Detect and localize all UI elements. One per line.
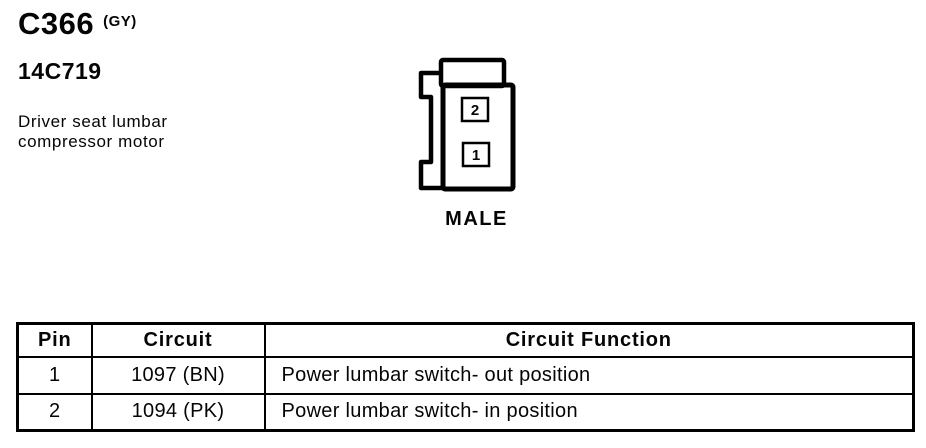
connector-figure: 2 1 MALE xyxy=(408,50,538,240)
circuit-cell: 1094 (PK) xyxy=(90,392,266,432)
connector-heading: C366 (GY) xyxy=(18,6,137,41)
part-number: 14C719 xyxy=(18,58,102,84)
cavity-2-number: 2 xyxy=(471,102,479,119)
circuit-function-cell: Power lumbar switch- in position xyxy=(263,392,915,432)
connector-gender-label: MALE xyxy=(445,208,508,230)
circuit-column-header: Circuit xyxy=(90,322,266,358)
connector-description-line1: Driver seat lumbar xyxy=(18,112,168,131)
connector-diagram: 2 1 xyxy=(418,57,516,192)
connector-bracket-shape xyxy=(418,70,446,191)
table-row: 2 1094 (PK) Power lumbar switch- in posi… xyxy=(16,392,915,432)
connector-color-code: (GY) xyxy=(103,13,137,30)
table-row: 1 1097 (BN) Power lumbar switch- out pos… xyxy=(16,355,915,395)
connector-body-shape xyxy=(440,82,516,192)
cavity-1-outline xyxy=(461,141,491,168)
circuit-cell: 1097 (BN) xyxy=(90,355,266,395)
connector-description: Driver seat lumbar compressor motor xyxy=(18,112,168,152)
cavity-1-number: 1 xyxy=(472,147,480,164)
pin-column-header: Pin xyxy=(16,322,93,358)
pinout-header-row: Pin Circuit Circuit Function xyxy=(16,322,915,358)
cavity-2-outline xyxy=(460,96,490,123)
connector-description-line2: compressor motor xyxy=(18,132,165,151)
circuit-function-column-header: Circuit Function xyxy=(263,322,915,358)
connector-tab-shape xyxy=(438,57,507,89)
pinout-table: Pin Circuit Circuit Function 1 1097 (BN)… xyxy=(16,322,915,432)
connector-id: C366 xyxy=(18,6,95,41)
pin-cell: 1 xyxy=(16,355,93,395)
circuit-function-cell: Power lumbar switch- out position xyxy=(263,355,915,395)
pin-cell: 2 xyxy=(16,392,93,432)
